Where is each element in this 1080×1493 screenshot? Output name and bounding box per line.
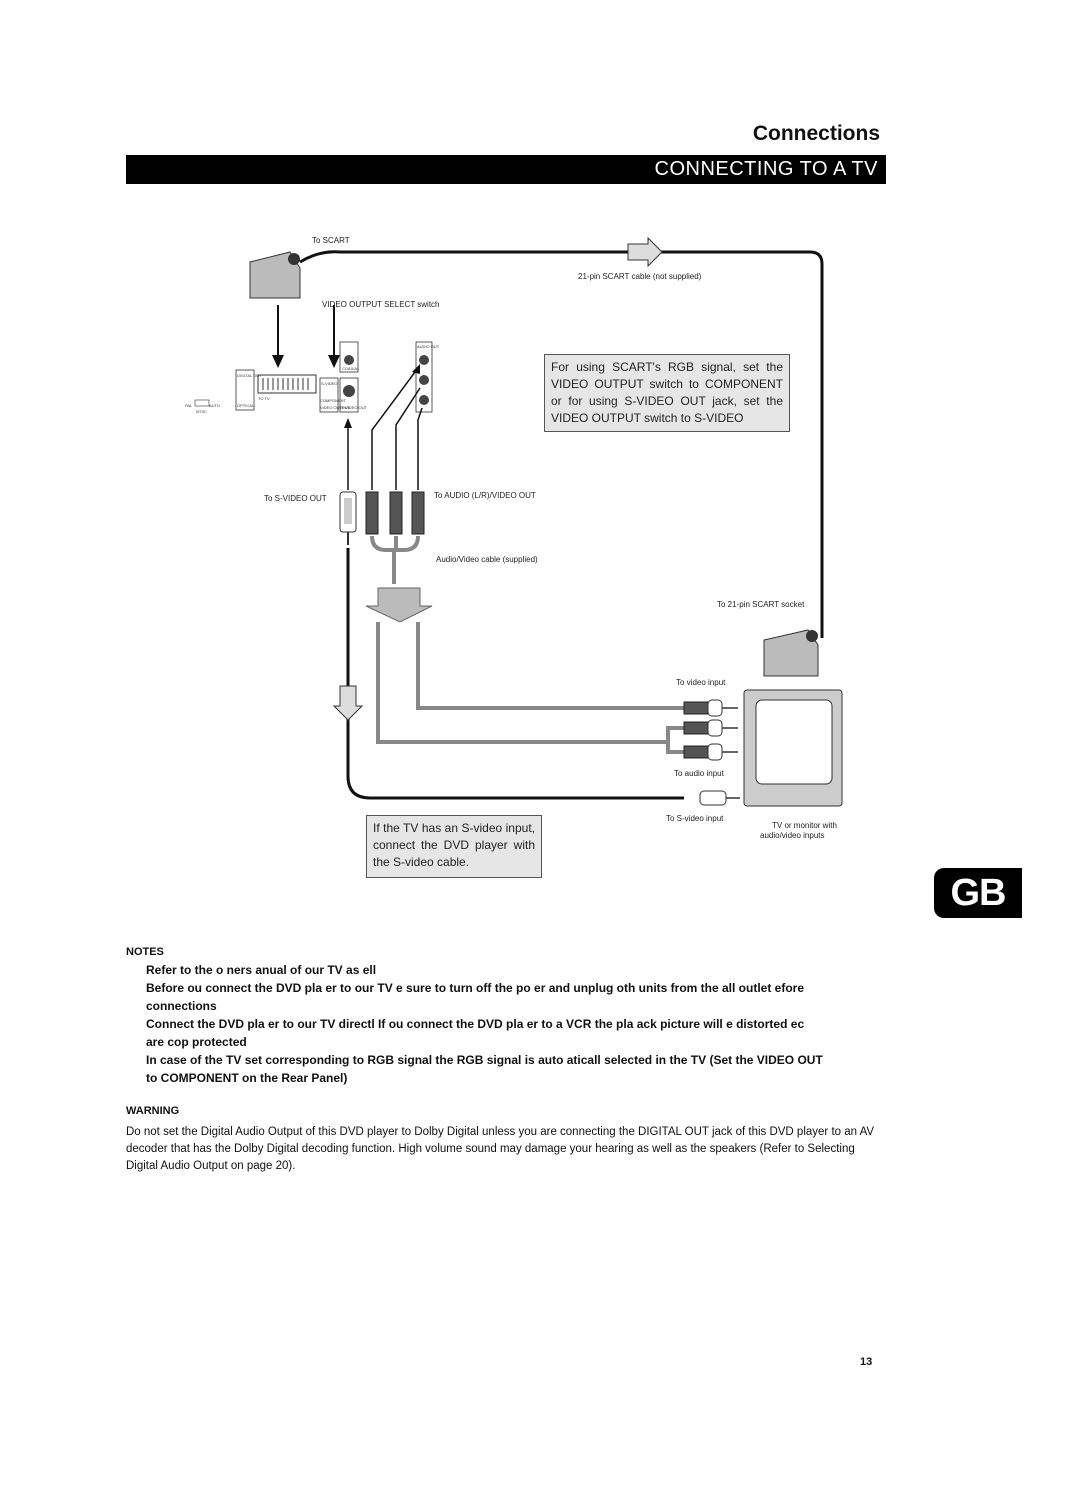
tv-monitor (743, 689, 843, 807)
title-banner: CONNECTING TO A TV (126, 155, 886, 184)
label-to-audio-video-out: To AUDIO (L/R)/VIDEO OUT (434, 491, 536, 500)
label-to-scart-socket: To 21-pin SCART socket (717, 600, 805, 609)
note-item: Before ou connect the DVD pla er to our … (146, 981, 805, 995)
page-number: 13 (860, 1356, 873, 1368)
note-item: Refer to the o ners anual of our TV as e… (146, 963, 377, 977)
panel-pal: PAL (185, 403, 193, 408)
warning-body: Do not set the Digital Audio Output of t… (126, 1126, 875, 1172)
note-item: are cop protected (146, 1035, 247, 1049)
panel-ntsc: NTSC (196, 409, 207, 414)
panel-auto: AUTO (209, 403, 221, 408)
panel-s-video: S-VIDEO (321, 381, 338, 386)
panel-audio-out: AUDIO OUT (417, 344, 440, 349)
note-item: In case of the TV set corresponding to R… (146, 1053, 823, 1067)
panel-coaxial: COAXIAL (342, 366, 360, 371)
label-to-audio-input: To audio input (674, 769, 724, 778)
banner-title: CONNECTING TO A TV (654, 158, 878, 180)
note-item: to COMPONENT on the Rear Panel) (146, 1071, 348, 1085)
panel-to-tv: TO TV (258, 396, 270, 401)
label-video-output-select: VIDEO OUTPUT SELECT switch (322, 300, 440, 309)
section-title: Connections (752, 122, 880, 145)
label-tv-monitor-2: audio/video inputs (760, 831, 825, 840)
label-to-scart: To SCART (312, 236, 350, 245)
scart-plug-tv (763, 629, 819, 677)
rca-plugs (365, 491, 425, 535)
panel-digital-out: DIGITAL OUT (237, 373, 262, 378)
label-to-svideo-input: To S-video input (666, 814, 724, 823)
panel-s-video-out: S-VIDEO OUT (341, 405, 368, 410)
panel-component: COMPONENT (320, 398, 346, 403)
language-badge: GB (934, 868, 1022, 918)
panel-video-output: VIDEO OUTPUT (320, 405, 351, 410)
panel-optical: OPTICAL (237, 403, 255, 408)
callout-scart-rgb: For using SCART's RGB signal, set the VI… (544, 354, 790, 432)
label-to-svideo-out: To S-VIDEO OUT (264, 494, 327, 503)
dvd-rear-panel (194, 341, 433, 413)
scart-plug-dvd (249, 251, 301, 299)
note-item: connections (146, 999, 217, 1013)
label-av-cable: Audio/Video cable (supplied) (436, 555, 538, 564)
notes-heading: NOTES (126, 946, 164, 958)
label-to-video-input: To video input (676, 678, 726, 687)
callout-svideo: If the TV has an S-video input, connect … (366, 815, 542, 878)
label-scart-cable: 21-pin SCART cable (not supplied) (578, 272, 702, 281)
svideo-plug (339, 491, 357, 545)
warning-heading: WARNING (126, 1105, 180, 1117)
note-item: Connect the DVD pla er to our TV directl… (146, 1017, 805, 1031)
label-tv-monitor-1: TV or monitor with (772, 821, 837, 830)
